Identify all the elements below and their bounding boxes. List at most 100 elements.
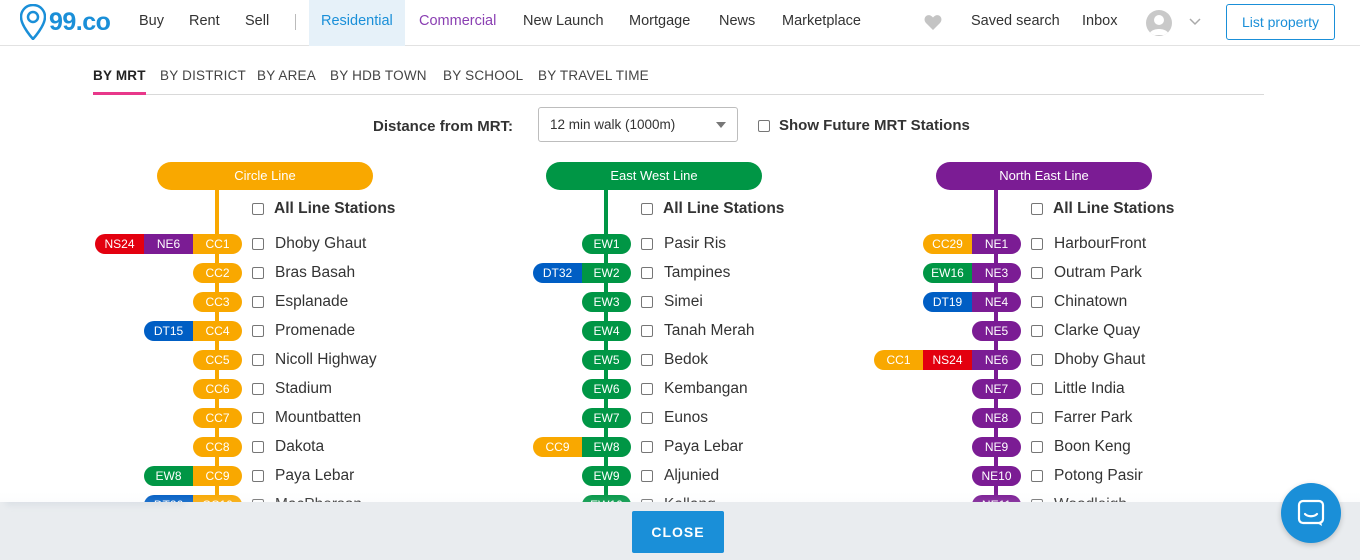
- future-stations-toggle[interactable]: Show Future MRT Stations: [758, 117, 970, 134]
- tab-by-hdb-town[interactable]: BY HDB TOWN: [330, 68, 427, 83]
- nav-commercial[interactable]: Commercial: [419, 13, 497, 29]
- all-line-stations-checkbox[interactable]: [252, 203, 264, 215]
- station-option[interactable]: Esplanade: [252, 292, 348, 312]
- station-option[interactable]: Nicoll Highway: [252, 350, 377, 370]
- station-checkbox[interactable]: [641, 470, 653, 482]
- tab-by-area[interactable]: BY AREA: [257, 68, 316, 83]
- station-option[interactable]: Pasir Ris: [641, 234, 726, 254]
- nav-new-launch[interactable]: New Launch: [523, 13, 604, 29]
- avatar[interactable]: [1146, 10, 1172, 36]
- nav-news[interactable]: News: [719, 13, 756, 29]
- station-checkbox[interactable]: [252, 383, 264, 395]
- tab-by-travel-time[interactable]: BY TRAVEL TIME: [538, 68, 649, 83]
- tab-by-district[interactable]: BY DISTRICT: [160, 68, 246, 83]
- station-checkbox[interactable]: [641, 441, 653, 453]
- future-stations-checkbox[interactable]: [758, 119, 770, 132]
- station-option[interactable]: Paya Lebar: [252, 466, 354, 486]
- station-checkbox[interactable]: [252, 412, 264, 424]
- close-button[interactable]: CLOSE: [632, 511, 724, 553]
- all-line-stations-checkbox[interactable]: [641, 203, 653, 215]
- saved-search-link[interactable]: Saved search: [971, 13, 1060, 29]
- station-option[interactable]: Dakota: [252, 437, 324, 457]
- heart-icon[interactable]: [924, 14, 942, 31]
- station-option[interactable]: Potong Pasir: [1031, 466, 1143, 486]
- nav-buy[interactable]: Buy: [139, 13, 164, 29]
- all-line-stations-checkbox[interactable]: [1031, 203, 1043, 215]
- station-option[interactable]: Promenade: [252, 321, 355, 341]
- station-checkbox[interactable]: [1031, 383, 1043, 395]
- station-option[interactable]: Clarke Quay: [1031, 321, 1140, 341]
- station-checkbox[interactable]: [1031, 354, 1043, 366]
- station-option[interactable]: Stadium: [252, 379, 332, 399]
- inbox-link[interactable]: Inbox: [1082, 13, 1118, 29]
- station-checkbox[interactable]: [252, 441, 264, 453]
- station-option[interactable]: Tanah Merah: [641, 321, 754, 341]
- station-checkbox[interactable]: [252, 296, 264, 308]
- nav-marketplace[interactable]: Marketplace: [782, 13, 861, 29]
- station-checkbox[interactable]: [641, 383, 653, 395]
- station-option[interactable]: Simei: [641, 292, 703, 312]
- station-checkbox[interactable]: [1031, 238, 1043, 250]
- station-checkbox[interactable]: [641, 296, 653, 308]
- station-checkbox[interactable]: [641, 238, 653, 250]
- station-option[interactable]: Little India: [1031, 379, 1125, 399]
- chevron-down-icon[interactable]: [1189, 18, 1201, 26]
- all-line-stations-option[interactable]: All Line Stations: [252, 200, 395, 218]
- all-line-stations-option[interactable]: All Line Stations: [641, 200, 784, 218]
- station-option[interactable]: Tampines: [641, 263, 730, 283]
- station-checkbox[interactable]: [1031, 296, 1043, 308]
- tab-by-mrt[interactable]: BY MRT: [93, 68, 146, 95]
- nav-sell[interactable]: Sell: [245, 13, 270, 29]
- station-checkbox[interactable]: [1031, 267, 1043, 279]
- station-option[interactable]: Paya Lebar: [641, 437, 743, 457]
- station-checkbox[interactable]: [252, 325, 264, 337]
- station-checkbox[interactable]: [641, 267, 653, 279]
- station-option[interactable]: Mountbatten: [252, 408, 361, 428]
- station-option[interactable]: Dhoby Ghaut: [1031, 350, 1145, 370]
- station-checkbox[interactable]: [252, 238, 264, 250]
- chat-button[interactable]: [1281, 483, 1341, 543]
- station-option[interactable]: Outram Park: [1031, 263, 1142, 283]
- station-option[interactable]: Bedok: [641, 350, 708, 370]
- station-checkbox[interactable]: [641, 412, 653, 424]
- station-checkbox[interactable]: [1031, 441, 1043, 453]
- station-option[interactable]: Chinatown: [1031, 292, 1127, 312]
- tab-by-school[interactable]: BY SCHOOL: [443, 68, 524, 83]
- station-checkbox[interactable]: [1031, 412, 1043, 424]
- station-option[interactable]: Aljunied: [641, 466, 719, 486]
- all-line-stations-option[interactable]: All Line Stations: [1031, 200, 1174, 218]
- station-option[interactable]: Boon Keng: [1031, 437, 1131, 457]
- nav-rent[interactable]: Rent: [189, 13, 220, 29]
- station-option[interactable]: Eunos: [641, 408, 708, 428]
- list-property-button[interactable]: List property: [1226, 4, 1335, 40]
- station-option[interactable]: Dhoby Ghaut: [252, 234, 366, 254]
- station-checkbox[interactable]: [252, 354, 264, 366]
- station-checkbox[interactable]: [252, 470, 264, 482]
- station-checkbox[interactable]: [1031, 325, 1043, 337]
- nav-mortgage[interactable]: Mortgage: [629, 13, 691, 29]
- distance-select[interactable]: 12 min walk (1000m): [538, 107, 738, 142]
- station-option[interactable]: Kembangan: [641, 379, 748, 399]
